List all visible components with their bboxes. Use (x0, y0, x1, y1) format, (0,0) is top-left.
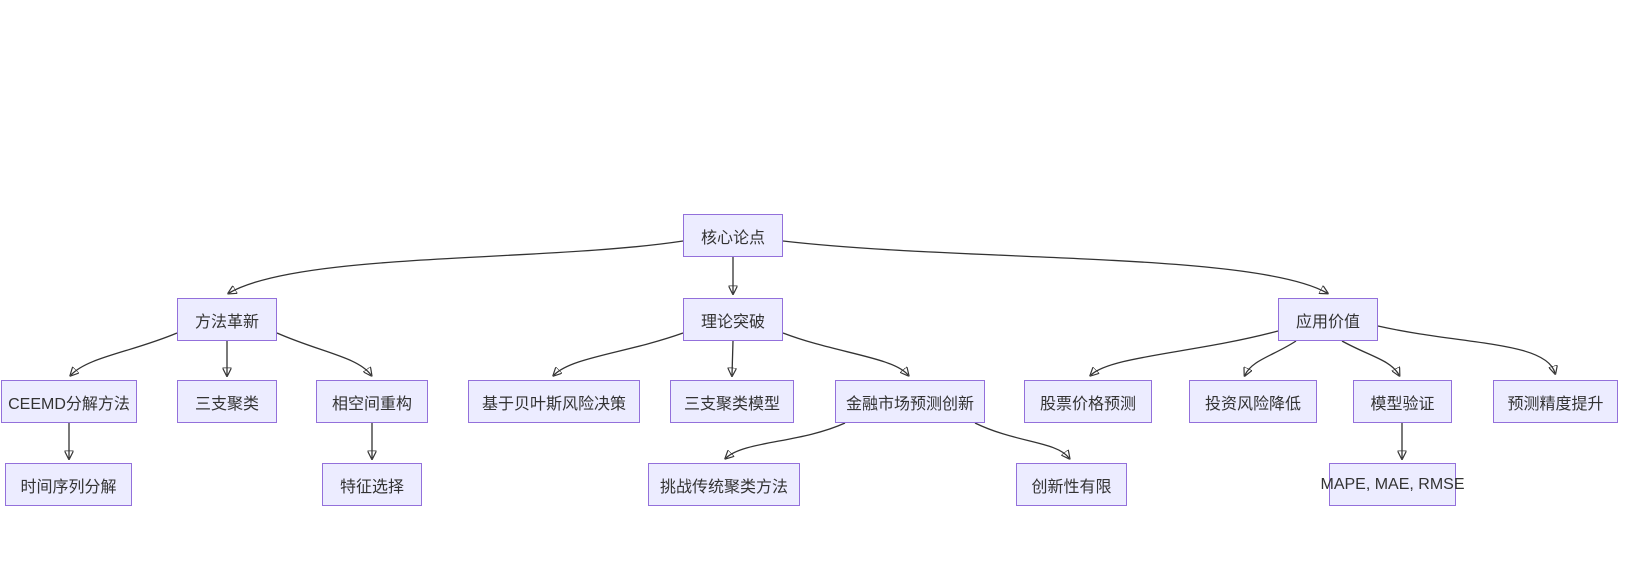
node-method-innovation: 方法革新 (177, 298, 277, 341)
node-three-way-clustering-model: 三支聚类模型 (670, 380, 794, 423)
node-phase-space-reconstruction: 相空间重构 (316, 380, 428, 423)
node-prediction-accuracy-improvement: 预测精度提升 (1493, 380, 1618, 423)
node-core-thesis-label: 核心论点 (700, 229, 765, 247)
node-phase-space-reconstruction-label: 相空间重构 (331, 395, 412, 413)
node-core-thesis: 核心论点 (683, 214, 783, 257)
node-challenge-traditional-clustering: 挑战传统聚类方法 (648, 463, 800, 506)
edge-theory-three-model (732, 340, 733, 375)
node-three-way-clustering-label: 三支聚类 (194, 395, 259, 413)
node-model-validation: 模型验证 (1353, 380, 1452, 423)
node-limited-innovation-label: 创新性有限 (1031, 478, 1112, 496)
node-stock-price-prediction: 股票价格预测 (1024, 380, 1152, 423)
edge-value-stock (1091, 330, 1279, 375)
edge-core-value (782, 240, 1327, 293)
node-prediction-accuracy-improvement-label: 预测精度提升 (1507, 395, 1604, 413)
node-financial-market-forecast-innovation: 金融市场预测创新 (835, 380, 985, 423)
edge-value-accuracy (1377, 325, 1555, 373)
node-error-metrics: MAPE, MAE, RMSE (1320, 463, 1465, 506)
edge-theory-bayes (554, 332, 684, 375)
node-limited-innovation: 创新性有限 (1016, 463, 1127, 506)
edge-method-phase (276, 332, 371, 375)
edge-finance-limited (974, 422, 1069, 458)
node-investment-risk-reduction-label: 投资风险降低 (1204, 395, 1301, 413)
node-application-value-label: 应用价值 (1295, 313, 1360, 331)
node-feature-selection: 特征选择 (322, 463, 422, 506)
node-time-series-decomposition: 时间序列分解 (5, 463, 132, 506)
node-ceemd-decomposition-label: CEEMD分解方法 (8, 395, 130, 413)
node-investment-risk-reduction: 投资风险降低 (1189, 380, 1317, 423)
node-challenge-traditional-clustering-label: 挑战传统聚类方法 (659, 478, 788, 496)
node-error-metrics-label: MAPE, MAE, RMSE (1320, 475, 1465, 493)
node-theory-breakthrough: 理论突破 (683, 298, 783, 341)
node-time-series-decomposition-label: 时间序列分解 (20, 478, 117, 496)
node-bayesian-risk-decision-label: 基于贝叶斯风险决策 (481, 395, 626, 413)
edge-core-method (229, 240, 684, 293)
node-three-way-clustering: 三支聚类 (177, 380, 277, 423)
node-model-validation-label: 模型验证 (1370, 395, 1435, 413)
node-stock-price-prediction-label: 股票价格预测 (1039, 395, 1136, 413)
edge-theory-finance (782, 332, 908, 375)
node-theory-breakthrough-label: 理论突破 (700, 313, 765, 331)
node-bayesian-risk-decision: 基于贝叶斯风险决策 (468, 380, 640, 423)
node-ceemd-decomposition: CEEMD分解方法 (1, 380, 137, 423)
node-financial-market-forecast-innovation-label: 金融市场预测创新 (845, 395, 974, 413)
node-application-value: 应用价值 (1278, 298, 1378, 341)
node-three-way-clustering-model-label: 三支聚类模型 (683, 395, 780, 413)
edge-method-ceemd (71, 332, 178, 375)
edge-value-risk (1245, 340, 1297, 375)
edge-value-validation (1341, 340, 1399, 375)
edge-finance-challenge (726, 422, 846, 458)
node-feature-selection-label: 特征选择 (339, 478, 404, 496)
node-method-innovation-label: 方法革新 (194, 313, 259, 331)
